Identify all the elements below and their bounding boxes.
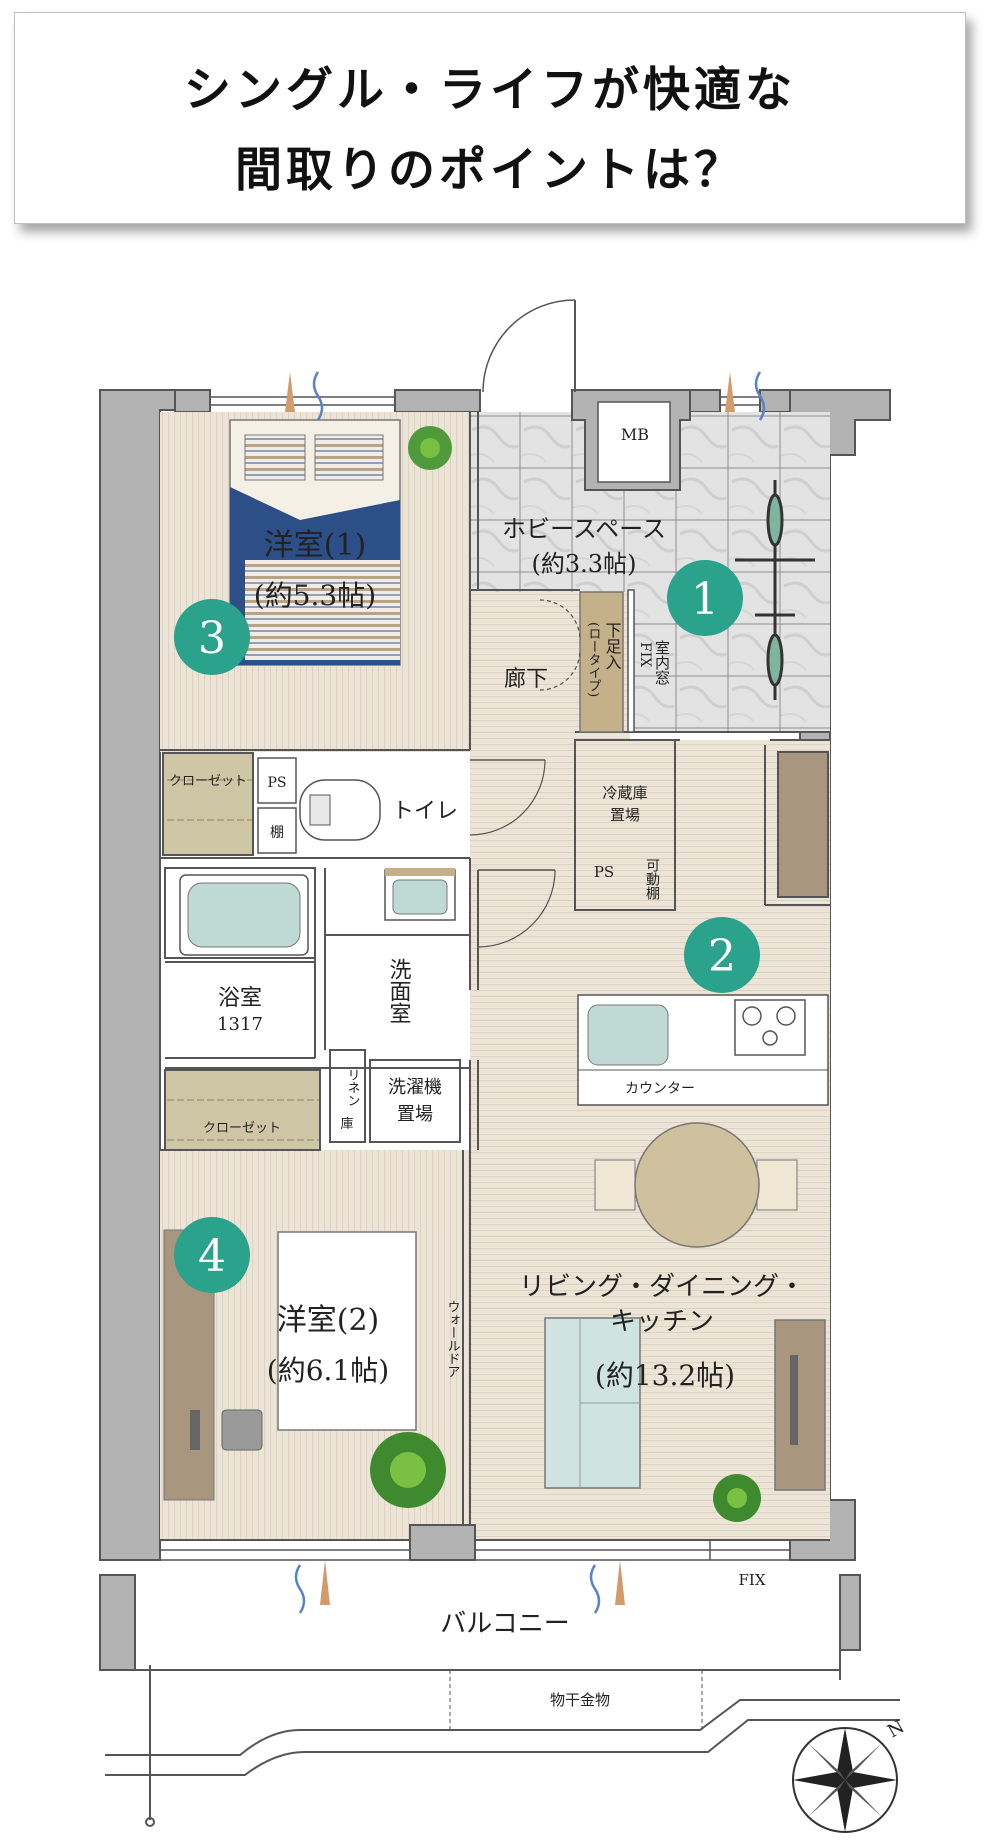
point-badge-2 (684, 917, 760, 993)
dining-set (594, 1122, 798, 1248)
interior-walls (160, 412, 830, 1540)
movable-shelf-label: 可動棚 (644, 858, 660, 900)
tv-board (774, 1319, 826, 1491)
hobby-size: (約3.3帖) (532, 550, 637, 578)
ldk-label-1: リビング・ダイニング・ (519, 1272, 805, 1302)
mb-box (571, 389, 691, 491)
title-line-2: 間取りのポイントは？ (235, 143, 745, 198)
shelf-label: 棚 (270, 825, 284, 841)
wall-door-label: ウォールドア (445, 1300, 460, 1378)
entrance-door (482, 299, 576, 393)
bed-2 (277, 1231, 417, 1431)
sofa (544, 1317, 641, 1489)
drying-rack-label: 物干金物 (550, 1691, 610, 1709)
plant-1 (408, 426, 452, 470)
indoor-window-label-2: FIX (637, 642, 653, 667)
bicycle (735, 480, 815, 700)
closet-upper-label: クローゼット (169, 774, 247, 789)
linen-label-1: リネン (345, 1068, 360, 1107)
indoor-window (627, 589, 635, 733)
ldk-size: (約13.2帖) (595, 1359, 735, 1392)
bottom-wall (160, 1524, 830, 1561)
point-number-3: 3 (198, 613, 226, 664)
ps-toilet-label: PS (267, 775, 286, 791)
hobby-name: ホビースペース (502, 515, 666, 543)
mb-label: MB (621, 425, 649, 444)
closet-lower-label: クローゼット (203, 1121, 281, 1136)
point-number-4: 4 (198, 1231, 226, 1282)
ldk-label-2: キッチン (610, 1307, 714, 1337)
washroom-label: 洗面室 (386, 958, 412, 1024)
shoebox-label-1: 下足入 (603, 622, 622, 670)
point-badges: 1 2 3 4 (174, 560, 760, 1293)
title-panel: シングル・ライフが快適な 間取りのポイントは？ (14, 12, 966, 224)
balcony-label: バルコニー (440, 1609, 569, 1639)
fridge-label-2: 置場 (610, 806, 640, 824)
balcony-area (99, 1574, 900, 1827)
bath-size: 1317 (217, 1014, 263, 1035)
western2-size: (約6.1帖) (267, 1354, 389, 1387)
title-line-1: シングル・ライフが快適な (184, 63, 796, 118)
point-badge-1 (667, 560, 743, 636)
room-labels: 洋室(1) (約5.3帖) ホビースペース (約3.3帖) MB 廊下 下足入 … (169, 425, 805, 1709)
airflow-markers (285, 371, 766, 1614)
shoebox-label-2: (ロータイプ) (586, 622, 601, 697)
compass-rose: N (792, 1716, 908, 1833)
western2-name: 洋室(2) (277, 1303, 380, 1338)
toilet-label: トイレ (392, 799, 458, 824)
washer-label-1: 洗濯機 (388, 1077, 442, 1098)
ps-kitchen-label: PS (594, 863, 614, 881)
western1-size: (約5.3帖) (254, 579, 376, 612)
bathtub (179, 874, 309, 956)
washroom-door-swing (477, 869, 556, 948)
kitchen-counter (577, 994, 829, 1106)
linen-label-2: 庫 (340, 1117, 353, 1132)
toilet-room (257, 757, 546, 854)
ldk-floor (470, 740, 830, 1540)
bed-1 (229, 419, 401, 666)
bath-name: 浴室 (218, 986, 262, 1011)
point-badge-4 (174, 1217, 250, 1293)
hall-label: 廊下 (504, 667, 548, 692)
indoor-window-label-1: 室内窓 (653, 640, 671, 685)
fridge-label-1: 冷蔵庫 (602, 784, 647, 802)
counter-label: カウンター (625, 1081, 695, 1097)
point-number-2: 2 (708, 931, 736, 982)
plant-2 (370, 1432, 446, 1508)
point-badge-3 (174, 599, 250, 675)
washer-label-2: 置場 (397, 1104, 433, 1125)
point-number-1: 1 (691, 574, 719, 625)
hall-doors (539, 599, 581, 691)
fix-label: FIX (738, 1571, 765, 1589)
wash-basin (384, 868, 456, 921)
shoebox (579, 591, 624, 733)
western1-name: 洋室(1) (264, 528, 367, 563)
plant-3 (713, 1474, 761, 1522)
